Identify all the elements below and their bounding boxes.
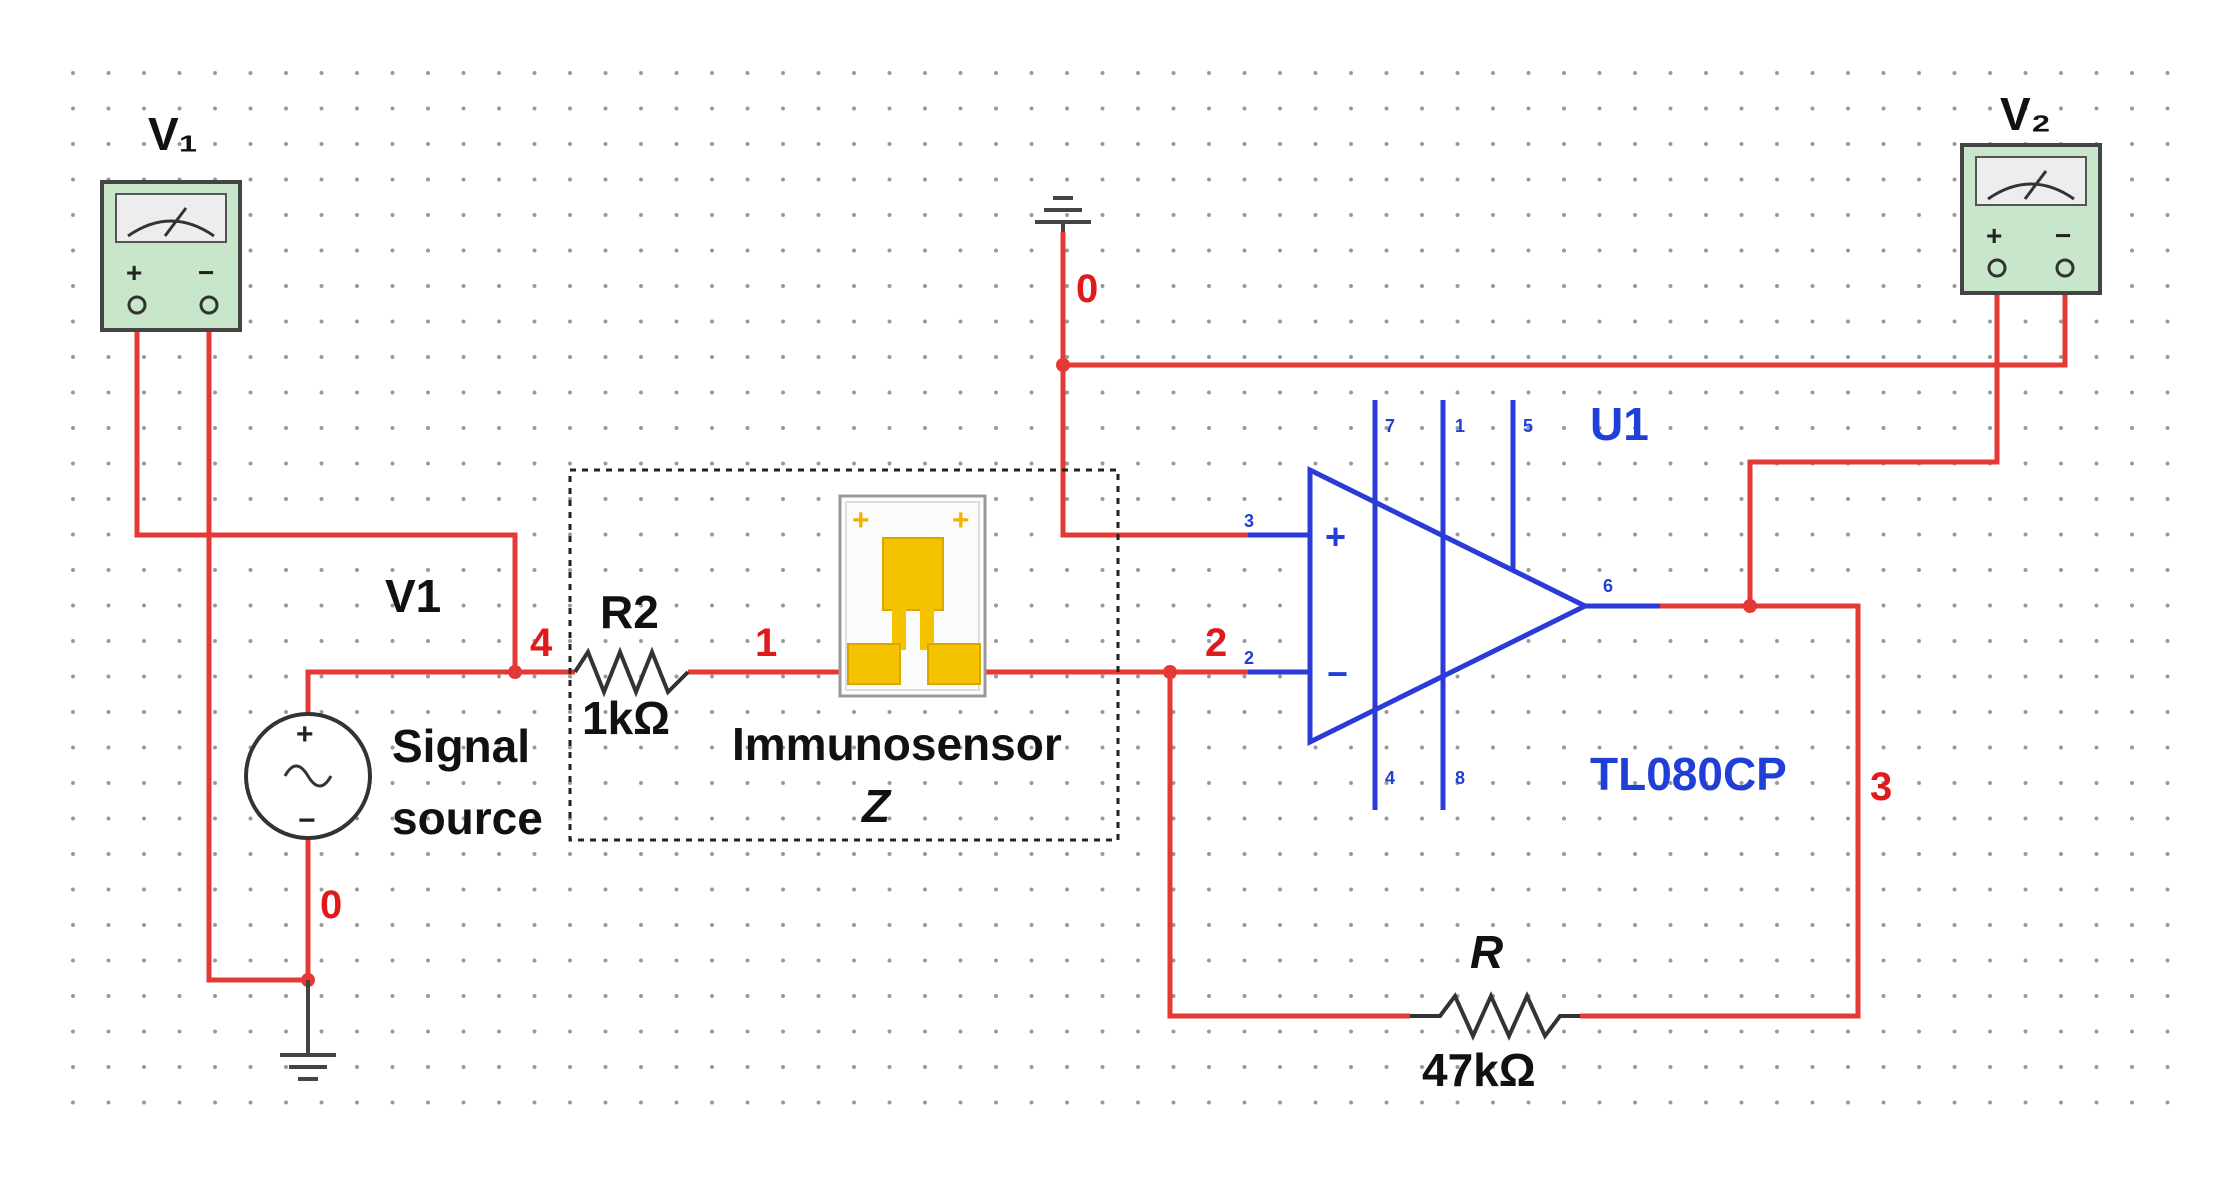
voltmeter-v1-label: V₁ <box>148 108 198 160</box>
signal-source-plus: + <box>296 718 314 751</box>
immunosensor-chip[interactable] <box>838 494 987 698</box>
pin-6-label: 6 <box>1603 576 1613 596</box>
node-2: 2 <box>1205 621 1227 665</box>
ground-symbol-bottom <box>280 980 336 1081</box>
sensor-plus-left: + <box>852 504 870 537</box>
node-1: 1 <box>755 621 777 665</box>
pin-5-label: 5 <box>1523 416 1533 436</box>
source-desc-line2: source <box>392 792 543 844</box>
signal-source[interactable] <box>244 712 372 840</box>
pin-3-label: 3 <box>1244 511 1254 531</box>
sensor-plus-right: + <box>952 504 970 537</box>
opamp-plus-sign: + <box>1325 516 1346 557</box>
pin-2-label: 2 <box>1244 648 1254 668</box>
voltmeter-v2-label: V₂ <box>2000 88 2051 140</box>
resistor-r2[interactable] <box>573 646 690 698</box>
signal-source-minus: − <box>298 804 316 837</box>
opamp-minus-sign: − <box>1327 653 1348 694</box>
pin-7-label: 7 <box>1385 416 1395 436</box>
source-ref-label: V1 <box>385 570 441 622</box>
resistor-r-name: R <box>1470 926 1503 978</box>
node-0-bottom: 0 <box>320 883 342 927</box>
resistor-r2-name: R2 <box>600 586 659 638</box>
ground-symbol-top <box>1035 196 1091 232</box>
resistor-r[interactable] <box>1410 991 1580 1041</box>
node-3: 3 <box>1870 765 1892 809</box>
pin-4-label: 4 <box>1385 768 1395 788</box>
node-0-top: 0 <box>1076 267 1098 311</box>
pin-8-label: 8 <box>1455 768 1465 788</box>
voltmeter-v2-minus: − <box>2055 220 2071 251</box>
wires <box>134 232 2068 1019</box>
source-desc-line1: Signal <box>392 720 530 772</box>
opamp-ref: U1 <box>1590 398 1649 450</box>
opamp-u1[interactable] <box>1248 400 1660 810</box>
voltmeter-v2-plus: + <box>1986 220 2002 251</box>
sensor-name: Immunosensor <box>732 718 1062 770</box>
voltmeter-v1-minus: − <box>198 257 214 288</box>
voltmeter-v1[interactable] <box>100 180 242 332</box>
opamp-part: TL080CP <box>1590 748 1787 800</box>
voltmeter-v2[interactable] <box>1960 143 2102 295</box>
voltmeter-v1-plus: + <box>126 257 142 288</box>
node-4: 4 <box>530 621 553 665</box>
sensor-enclosure-dashed-box <box>568 468 1120 842</box>
resistor-r-value: 47kΩ <box>1422 1044 1536 1096</box>
pin-1-label: 1 <box>1455 416 1465 436</box>
resistor-r2-value: 1kΩ <box>582 692 670 744</box>
sensor-symbol: Z <box>860 780 892 832</box>
dot-grid <box>68 52 2178 1132</box>
